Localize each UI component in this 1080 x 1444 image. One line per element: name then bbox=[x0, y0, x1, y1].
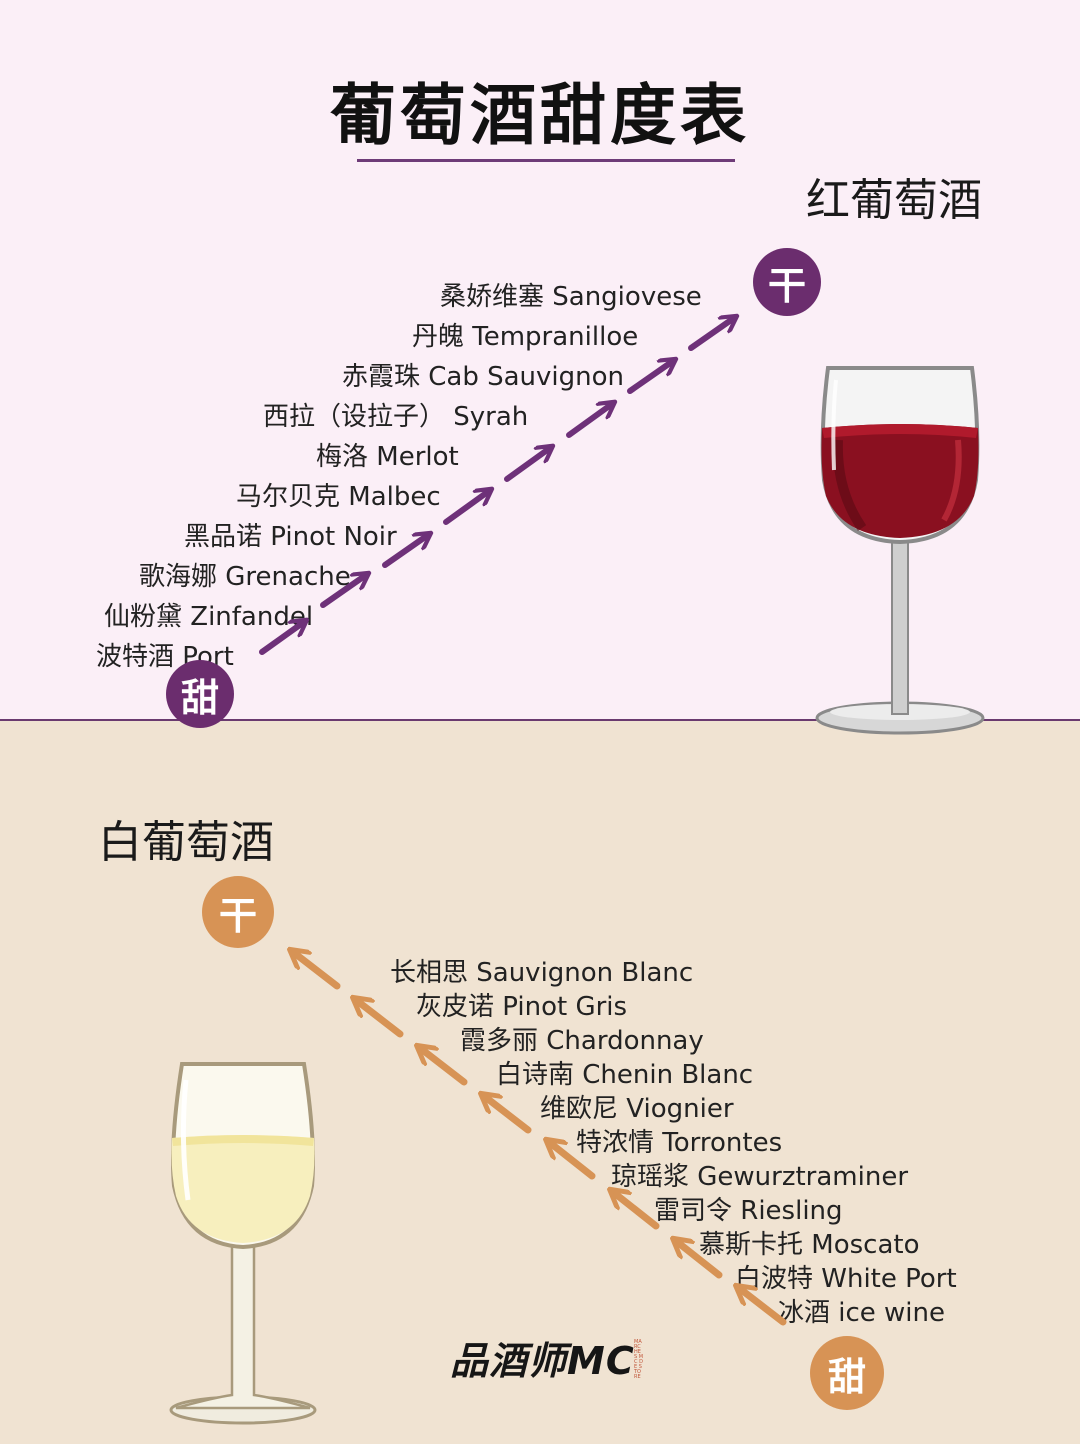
red-wine-pinot-noir: 黑品诺 Pinot Noir bbox=[184, 522, 397, 552]
white-wine-pinot-gris: 灰皮诺 Pinot Gris bbox=[416, 992, 628, 1022]
white-wine-riesling: 雷司令 Riesling bbox=[654, 1196, 843, 1226]
white-wine-chardonnay: 霞多丽 Chardonnay bbox=[460, 1026, 704, 1056]
page-title: 葡萄酒甜度表 bbox=[330, 77, 750, 154]
red-arrow-2 bbox=[320, 575, 366, 608]
red-dry-badge: 干 bbox=[753, 248, 821, 316]
title-underline bbox=[357, 159, 735, 162]
white-arrow-8 bbox=[293, 952, 341, 990]
red-wine-grenache: 歌海娜 Grenache bbox=[139, 562, 351, 592]
red-wine-tempranillo: 丹魄 Tempranilloe bbox=[412, 322, 639, 352]
white-wine-ice-wine: 冰酒 ice wine bbox=[778, 1298, 946, 1328]
white-wine-section-label: 白葡萄酒 bbox=[98, 817, 274, 868]
white-wine-sauvignon-blanc: 长相思 Sauvignon Blanc bbox=[390, 958, 694, 988]
red-wine-glass-icon bbox=[815, 366, 985, 735]
white-wine-chenin-blanc: 白诗南 Chenin Blanc bbox=[496, 1060, 754, 1090]
red-arrow-8 bbox=[688, 318, 734, 351]
red-arrow-1 bbox=[259, 622, 304, 655]
brand-logo-small-text: MARCHES MC DE STORE bbox=[634, 1339, 644, 1380]
white-wine-gewurztraminer: 琼瑶浆 Gewurztraminer bbox=[611, 1162, 909, 1192]
red-arrow-5 bbox=[504, 448, 550, 482]
white-arrow-5 bbox=[484, 1096, 532, 1134]
red-arrow-4 bbox=[443, 491, 489, 525]
white-arrow-6 bbox=[420, 1048, 468, 1086]
red-wine-section-label: 红葡萄酒 bbox=[806, 175, 982, 226]
white-arrow-2 bbox=[676, 1241, 723, 1279]
red-wine-malbec: 马尔贝克 Malbec bbox=[236, 482, 441, 512]
white-wine-viognier: 维欧尼 Viognier bbox=[540, 1094, 734, 1124]
red-arrow-7 bbox=[627, 361, 673, 394]
white-wine-glass-icon bbox=[169, 1062, 317, 1425]
white-wine-white-port: 白波特 White Port bbox=[735, 1264, 957, 1294]
brand-logo: 品酒师MC bbox=[450, 1339, 635, 1383]
white-arrow-7 bbox=[356, 1000, 404, 1038]
white-wine-torrontes: 特浓情 Torrontes bbox=[576, 1128, 783, 1158]
white-dry-badge: 干 bbox=[202, 876, 274, 948]
red-wine-merlot: 梅洛 Merlot bbox=[316, 442, 459, 472]
red-arrow-6 bbox=[566, 404, 612, 438]
red-wine-zinfandel: 仙粉黛 Zinfandel bbox=[104, 602, 314, 632]
white-arrow-3 bbox=[613, 1192, 660, 1230]
red-wine-cab-sauvignon: 赤霞珠 Cab Sauvignon bbox=[342, 362, 625, 392]
white-sweet-badge: 甜 bbox=[810, 1336, 884, 1410]
section-divider bbox=[0, 719, 1080, 721]
red-wine-sangiovese: 桑娇维塞 Sangiovese bbox=[440, 282, 702, 312]
red-arrow-3 bbox=[382, 535, 428, 568]
white-arrow-4 bbox=[549, 1142, 596, 1180]
white-wine-moscato: 慕斯卡托 Moscato bbox=[699, 1230, 920, 1260]
white-arrow-1 bbox=[739, 1288, 787, 1326]
red-wine-syrah: 西拉（设拉子） Syrah bbox=[263, 402, 529, 432]
red-sweet-badge: 甜 bbox=[166, 660, 234, 728]
